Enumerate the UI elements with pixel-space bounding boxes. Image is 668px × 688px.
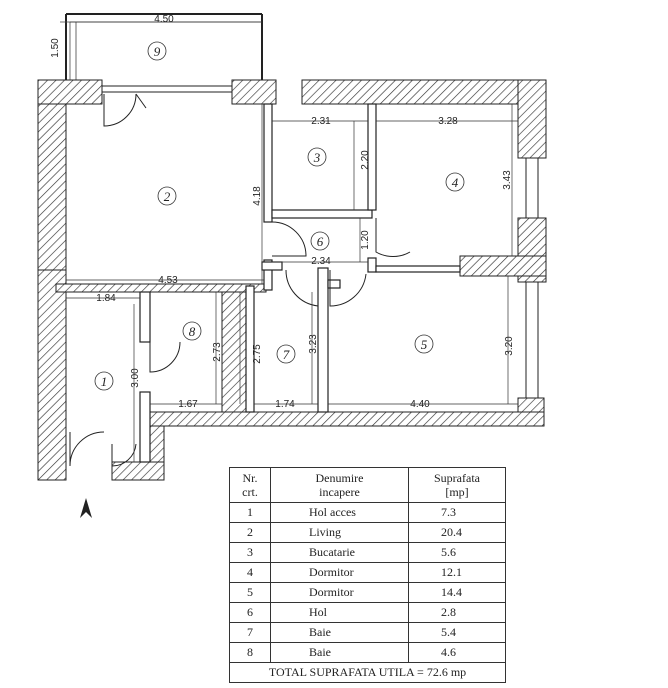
dimension-label: 2.20 <box>360 150 371 170</box>
dimension-label: 3.20 <box>504 336 515 356</box>
room-markers <box>94 41 465 391</box>
dimension-label: 1.20 <box>360 230 371 250</box>
entrance-arrow-icon <box>80 498 92 518</box>
dimension-label: 2.34 <box>311 256 331 267</box>
dimension-label: 4.18 <box>252 186 263 206</box>
dimension-lines <box>66 21 518 462</box>
header-area: Suprafata[mp] <box>408 467 506 503</box>
room-number: 5 <box>421 337 428 352</box>
room-number: 1 <box>101 374 108 389</box>
dimension-label: 4.40 <box>410 399 430 410</box>
dimension-label: 3.28 <box>438 116 458 127</box>
dimension-label: 2.31 <box>311 116 331 127</box>
dimension-label: 4.50 <box>154 14 174 25</box>
dimension-label: 3.23 <box>308 334 319 354</box>
dimension-label: 1.67 <box>178 399 198 410</box>
dimension-label: 1.74 <box>275 399 295 410</box>
room-number: 4 <box>452 175 459 190</box>
dimension-label: 1.50 <box>50 38 61 58</box>
header-nr: Nr.crt. <box>229 467 271 503</box>
total-area: TOTAL SUPRAFATA UTILA = 72.6 mp <box>229 662 506 683</box>
exterior-walls <box>37 79 547 481</box>
room-number: 7 <box>283 347 290 362</box>
room-number: 6 <box>317 234 324 249</box>
room-number: 8 <box>189 324 196 339</box>
dimension-label: 2.75 <box>252 344 263 364</box>
dimension-label: 2.73 <box>212 342 223 362</box>
room-number: 3 <box>313 150 321 165</box>
dimension-label: 1.84 <box>96 293 116 304</box>
dimension-label: 3.00 <box>130 368 141 388</box>
dimension-label: 4.53 <box>158 275 178 286</box>
room-number: 2 <box>164 189 171 204</box>
dimension-label: 3.43 <box>502 170 513 190</box>
windows <box>101 85 539 399</box>
room-number: 9 <box>154 44 161 59</box>
door-swings <box>69 93 411 467</box>
table-total-row: TOTAL SUPRAFATA UTILA = 72.6 mp <box>229 662 506 683</box>
